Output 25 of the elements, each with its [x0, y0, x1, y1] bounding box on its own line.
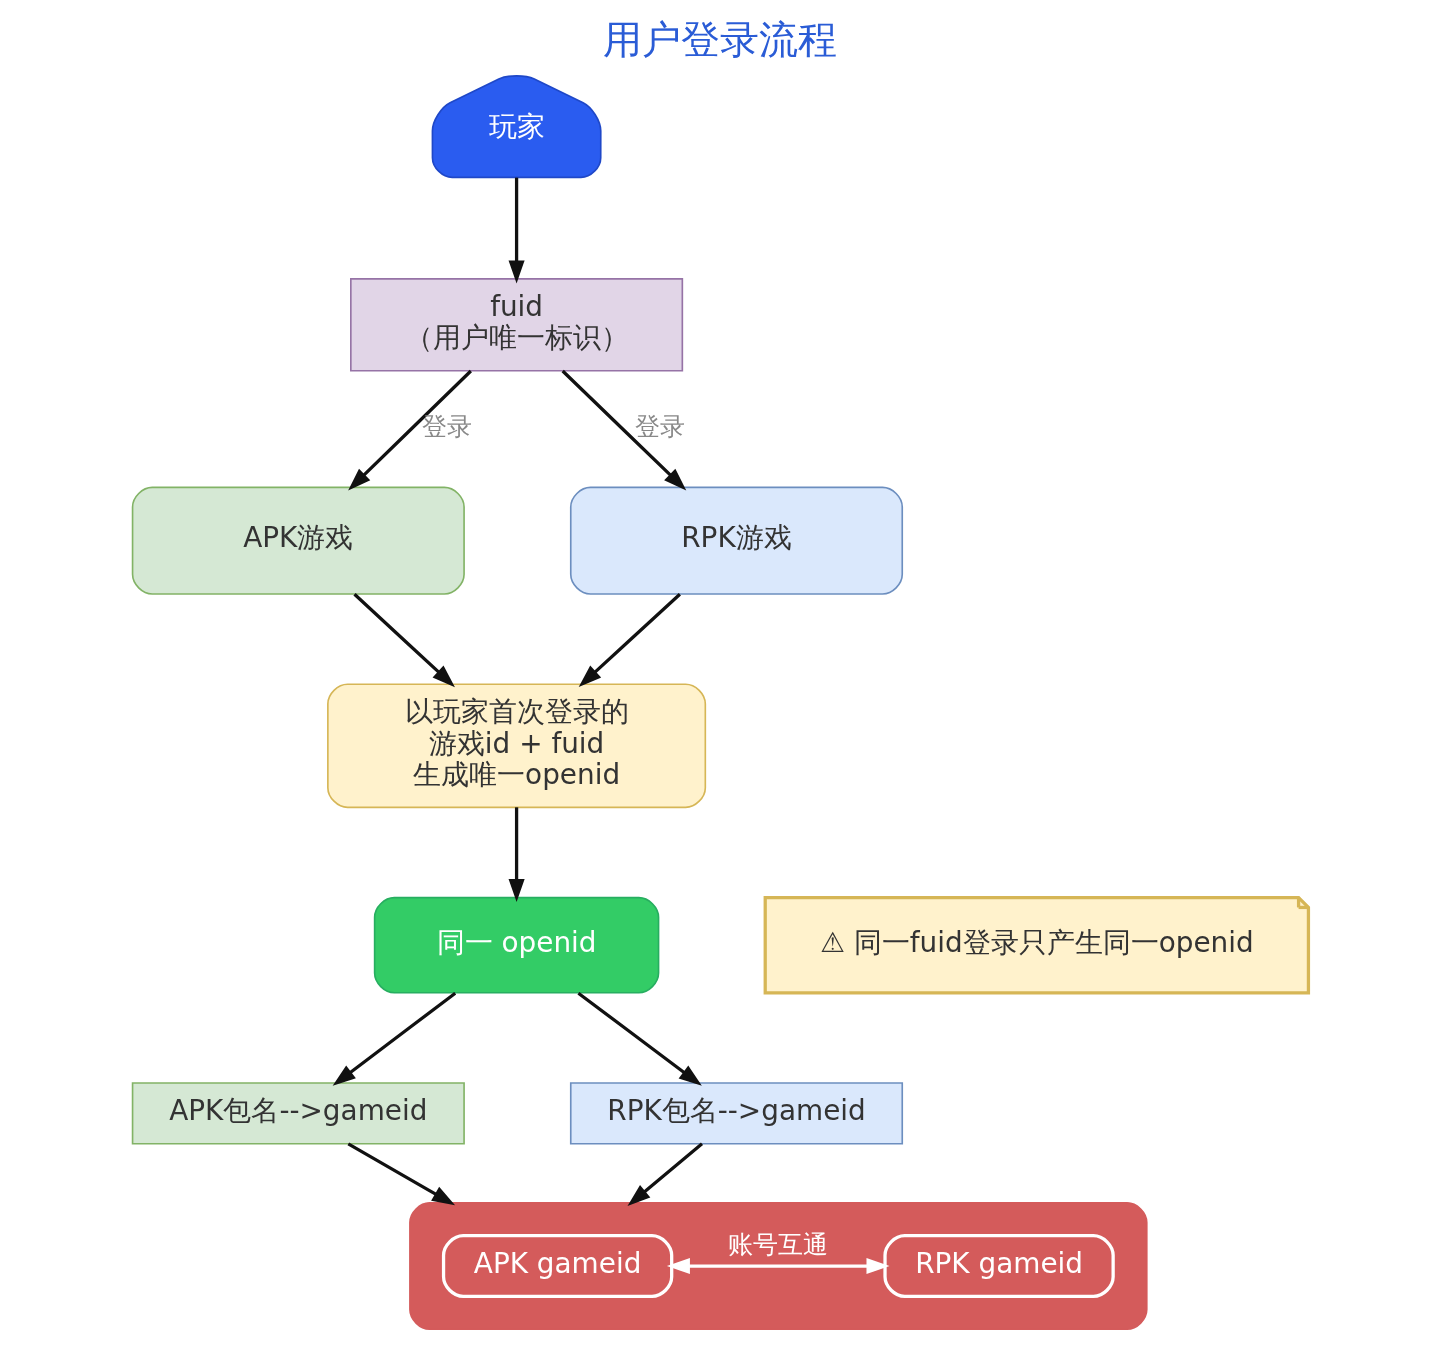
node-box: 以玩家首次登录的游戏id + fuid生成唯一openid: [326, 683, 706, 809]
arrow: [347, 1142, 455, 1206]
edge-label: 登录: [634, 411, 685, 441]
edge-label: 账号互通: [727, 1229, 828, 1259]
arrow: [332, 991, 456, 1086]
node-box: fuid （用户唯一标识）: [349, 278, 683, 372]
arrow: [352, 593, 455, 688]
arrow: [627, 1142, 703, 1207]
arrow: [576, 991, 702, 1086]
arrow: [508, 807, 525, 903]
diagram-title: 用户登录流程: [603, 15, 837, 62]
node-box: APK包名-->gameid: [131, 1082, 465, 1145]
arrow: [508, 177, 525, 284]
node-box: APK游戏: [131, 486, 465, 595]
node-box: RPK gameid: [882, 1234, 1115, 1299]
arrow: [561, 369, 686, 491]
node-box: APK gameid: [441, 1234, 673, 1299]
node-box: RPK包名-->gameid: [569, 1082, 903, 1145]
cluster: [408, 1202, 1148, 1331]
arrow: [666, 1257, 889, 1275]
node-box: RPK游戏: [569, 486, 903, 595]
edge-label: 登录: [421, 411, 472, 441]
arrow: [578, 593, 681, 688]
node-box: 同一 openid: [373, 896, 659, 994]
arrow: [347, 369, 472, 491]
